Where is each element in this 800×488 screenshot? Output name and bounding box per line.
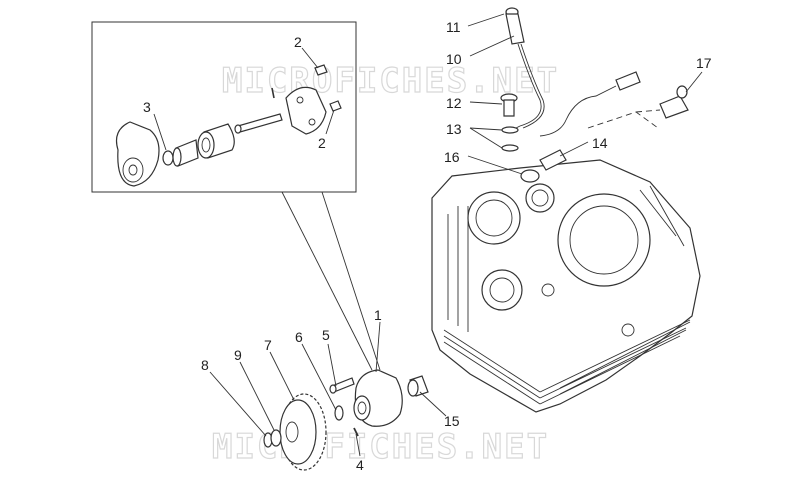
banjo-bolt xyxy=(500,93,518,117)
pump-shaft-inset xyxy=(234,113,283,134)
callout-2-upper: 2 xyxy=(294,34,302,50)
sensor-cable xyxy=(505,7,641,137)
callout-6: 6 xyxy=(295,329,303,345)
watermark-bottom: MICROFICHES.NET xyxy=(212,427,549,467)
callout-14: 14 xyxy=(592,135,608,151)
oil-pump-detail-inset xyxy=(91,21,381,371)
washer xyxy=(334,405,344,421)
callout-1: 1 xyxy=(374,307,382,323)
small-pin-inset xyxy=(271,87,275,99)
callout-9: 9 xyxy=(234,347,242,363)
nut xyxy=(270,429,282,447)
callout-10: 10 xyxy=(446,51,462,67)
drive-gear xyxy=(279,393,327,471)
callout-13: 13 xyxy=(446,121,462,137)
crankcase xyxy=(431,159,701,413)
sleeve xyxy=(407,375,429,397)
washer-upper xyxy=(501,126,519,134)
dowel-pin-lower xyxy=(329,100,342,112)
leader-lines xyxy=(153,13,703,457)
seal-ring-inset xyxy=(162,150,174,166)
bolt xyxy=(329,377,355,394)
inner-rotor-inset xyxy=(172,139,199,167)
watermark-top: MICROFICHES.NET xyxy=(222,61,559,101)
callout-2-lower: 2 xyxy=(318,135,326,151)
oil-seal xyxy=(520,169,540,183)
callout-8: 8 xyxy=(201,357,209,373)
callout-labels: 1 2 2 3 4 5 6 7 8 9 10 11 12 13 14 15 16… xyxy=(143,19,712,473)
callout-7: 7 xyxy=(264,337,272,353)
callout-11: 11 xyxy=(446,19,461,35)
callout-3: 3 xyxy=(143,99,151,115)
oil-pump-assembly xyxy=(353,369,403,427)
callout-4: 4 xyxy=(356,457,364,473)
pump-body-inset xyxy=(115,121,160,187)
callout-15: 15 xyxy=(444,413,460,429)
outer-rotor-inset xyxy=(197,123,235,159)
washer-lower xyxy=(501,144,519,152)
callout-16: 16 xyxy=(444,149,460,165)
pump-cover-inset xyxy=(285,86,327,135)
pressure-sensor xyxy=(539,149,567,171)
callout-17: 17 xyxy=(696,55,712,71)
connector-cap xyxy=(587,85,689,129)
callout-12: 12 xyxy=(446,95,462,111)
callout-5: 5 xyxy=(322,327,330,343)
key-pin xyxy=(353,427,359,437)
